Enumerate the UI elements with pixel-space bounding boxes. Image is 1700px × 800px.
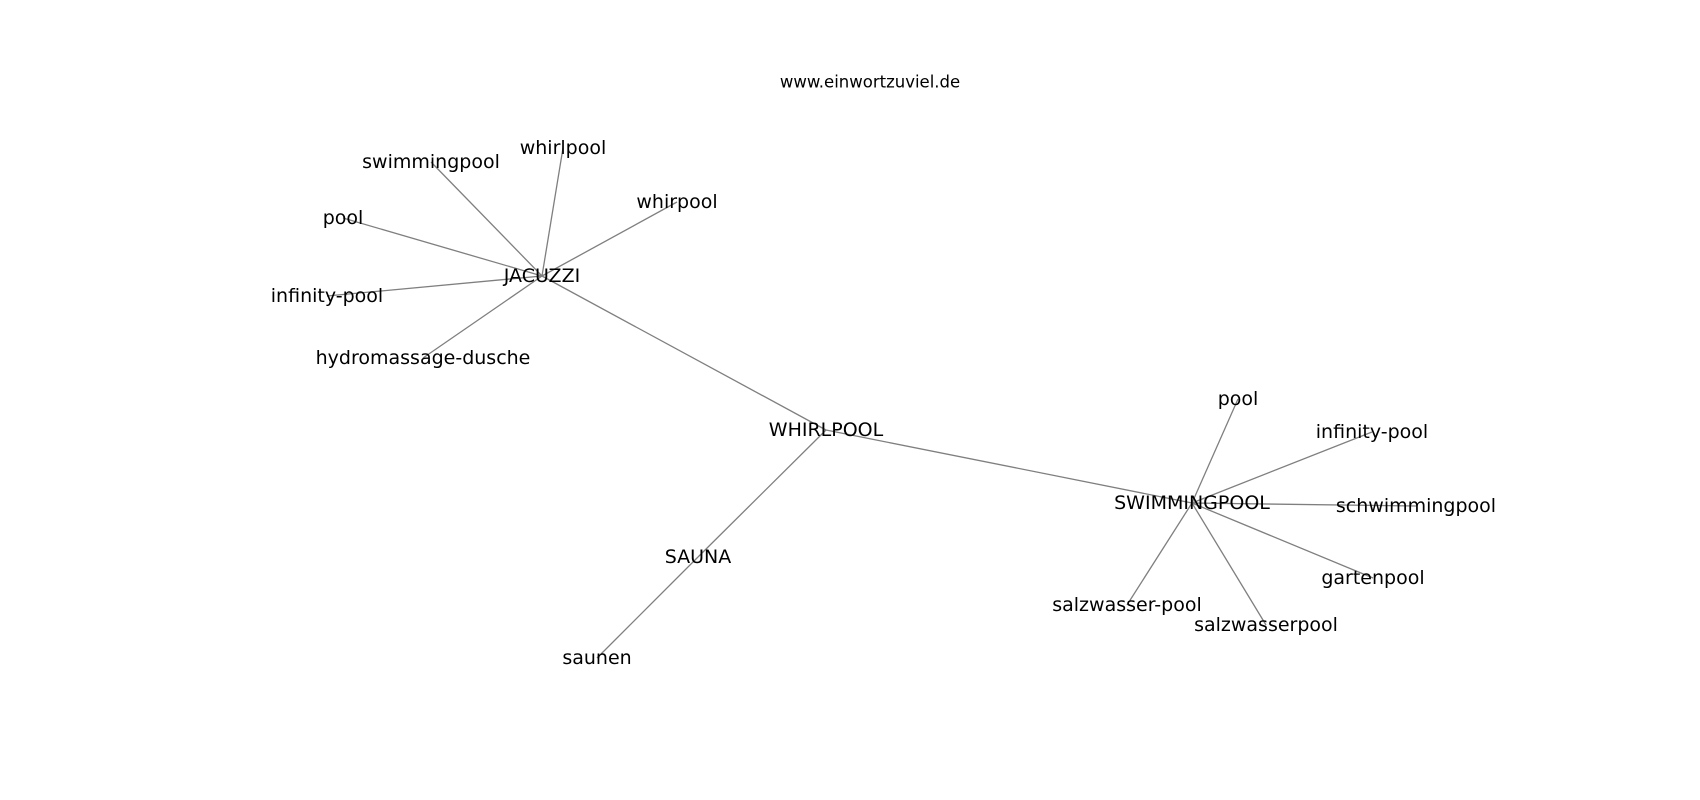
edge-whirlpool-to-sauna xyxy=(697,429,827,558)
edge-sauna-to-saunen xyxy=(596,556,699,659)
hub-node-whirlpool: WHIRLPOOL xyxy=(769,419,884,441)
hub-node-jacuzzi: JACUZZI xyxy=(503,265,580,287)
edge-swimmingpool-to-pool xyxy=(1191,398,1239,504)
node-salzwasserpool: salzwasserpool xyxy=(1194,614,1338,636)
hub-node-sauna: SAUNA xyxy=(665,546,732,568)
node-pool: pool xyxy=(323,207,364,229)
node-whirlpool: whirlpool xyxy=(520,137,607,159)
node-pool: pool xyxy=(1218,388,1259,410)
node-swimmingpool: swimmingpool xyxy=(362,151,500,173)
node-infinity-pool: infinity-pool xyxy=(1316,421,1428,443)
edge-whirlpool-to-swimmingpool xyxy=(825,429,1193,504)
node-saunen: saunen xyxy=(562,647,631,669)
edge-jacuzzi-to-pool xyxy=(342,217,543,277)
node-whirpool: whirpool xyxy=(636,191,717,213)
node-schwimmingpool: schwimmingpool xyxy=(1336,495,1496,517)
edge-whirlpool-to-jacuzzi xyxy=(541,275,827,431)
edge-swimmingpool-to-salzwasser-pool xyxy=(1126,502,1193,606)
node-hydromassage-dusche: hydromassage-dusche xyxy=(316,347,531,369)
nodes-layer: WHIRLPOOL JACUZZI SWIMMINGPOOL SAUNA saunen s… xyxy=(271,137,1496,669)
edge-jacuzzi-to-hydromassage-dusche xyxy=(422,275,543,359)
edge-swimmingpool-to-schwimmingpool xyxy=(1191,502,1417,507)
hub-node-swimmingpool: SWIMMINGPOOL xyxy=(1114,492,1270,514)
edge-swimmingpool-to-infinity-pool xyxy=(1191,431,1373,504)
edges-layer xyxy=(326,147,1417,659)
node-infinity-pool: infinity-pool xyxy=(271,285,383,307)
edge-jacuzzi-to-whirpool xyxy=(541,201,678,277)
node-salzwasser-pool: salzwasser-pool xyxy=(1052,594,1202,616)
node-gartenpool: gartenpool xyxy=(1321,567,1424,589)
edge-swimmingpool-to-gartenpool xyxy=(1191,502,1374,579)
edge-jacuzzi-to-infinity-pool xyxy=(326,275,543,297)
edge-jacuzzi-to-whirlpool xyxy=(541,147,564,277)
edge-jacuzzi-to-swimmingpool xyxy=(430,161,543,277)
site-url-label: www.einwortzuviel.de xyxy=(780,73,960,92)
edge-swimmingpool-to-salzwasserpool xyxy=(1191,502,1267,626)
